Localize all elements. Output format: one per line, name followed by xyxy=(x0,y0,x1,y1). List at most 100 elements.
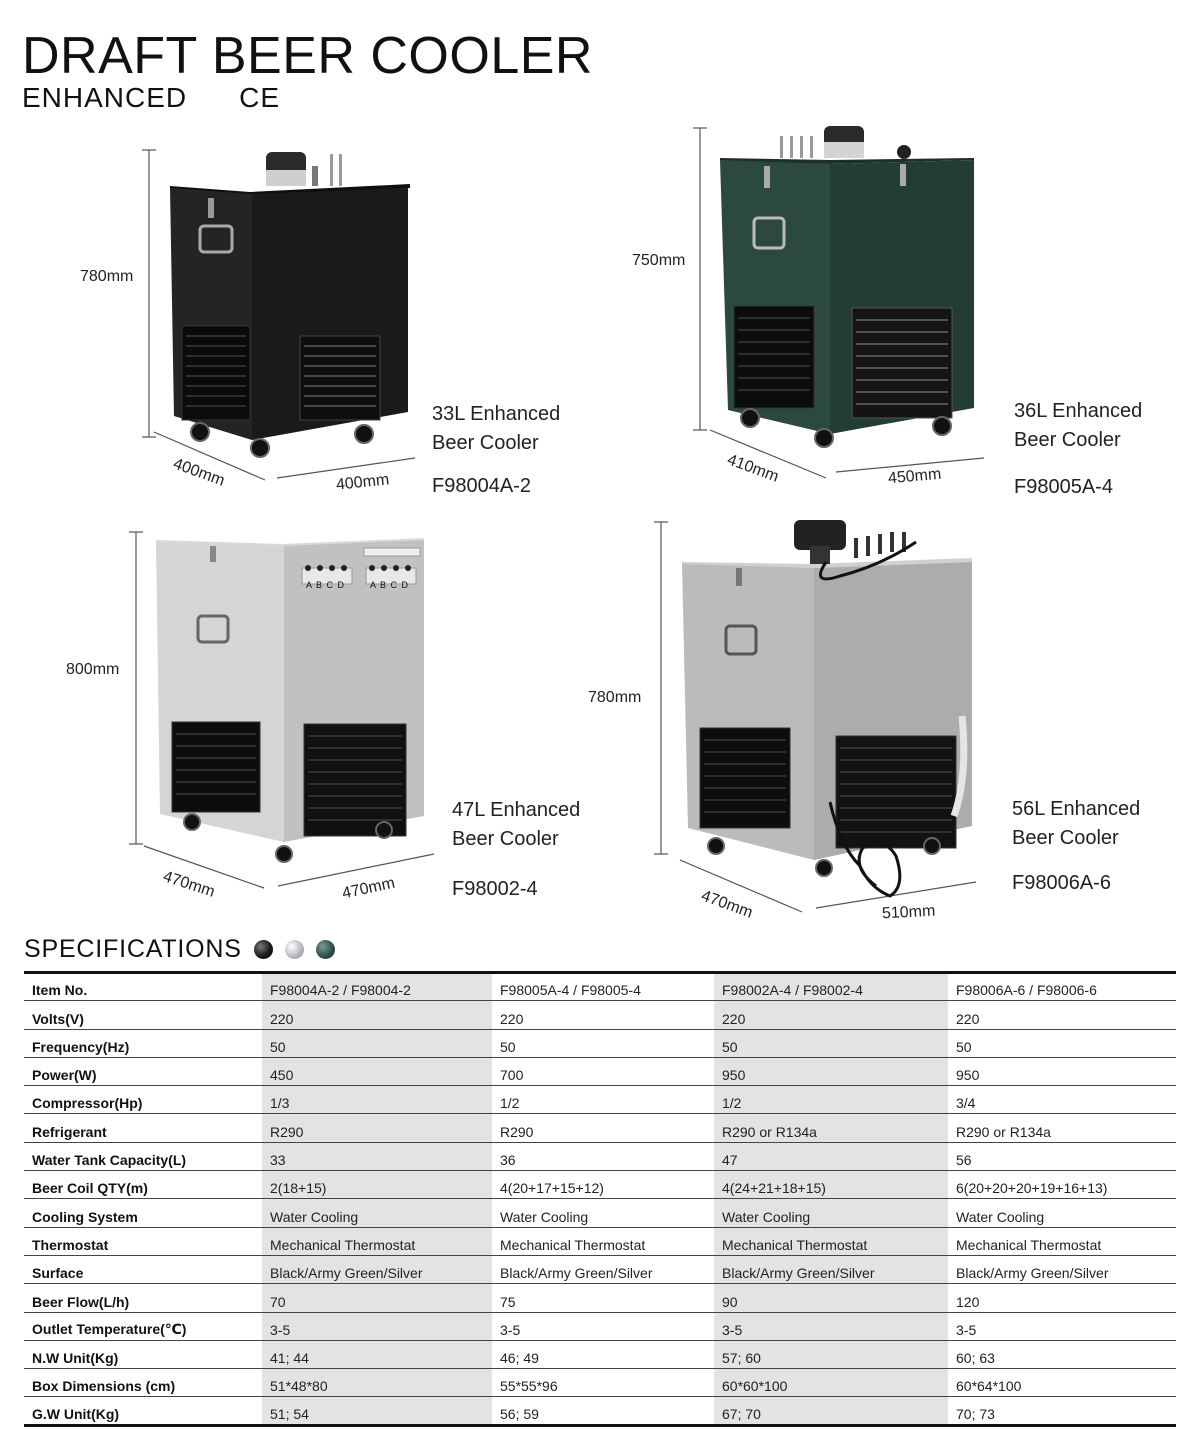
page-title: DRAFT BEER COOLER xyxy=(22,27,593,85)
spec-value: 3-5 xyxy=(714,1312,948,1341)
spec-value: Black/Army Green/Silver xyxy=(492,1255,714,1285)
spec-value: 3-5 xyxy=(948,1312,1176,1341)
spec-label: Surface xyxy=(24,1255,262,1285)
spec-value: 220 xyxy=(492,1000,714,1030)
spec-value: 75 xyxy=(492,1283,714,1313)
spec-label: Cooling System xyxy=(24,1198,262,1228)
spec-value: 220 xyxy=(714,1000,948,1030)
spec-label: Compressor(Hp) xyxy=(24,1085,262,1115)
spec-label: Water Tank Capacity(L) xyxy=(24,1142,262,1172)
spec-label: Beer Flow(L/h) xyxy=(24,1283,262,1313)
spec-value: 1/2 xyxy=(714,1085,948,1115)
cooler-silver-image xyxy=(129,531,435,889)
spec-value: 60*60*100 xyxy=(714,1368,948,1398)
spec-value: 50 xyxy=(948,1029,1176,1058)
spec-value: 55*55*96 xyxy=(492,1368,714,1398)
color-swatch-black-icon xyxy=(253,940,273,959)
spec-value: 120 xyxy=(948,1283,1176,1313)
spec-value: F98006A-6 / F98006-6 xyxy=(948,972,1176,1002)
spec-value: Water Cooling xyxy=(262,1198,492,1228)
color-swatch-silver-icon xyxy=(284,940,304,959)
spec-value: 33 xyxy=(262,1142,492,1172)
tap-label-right: A B C D xyxy=(370,580,410,590)
spec-value: 51; 54 xyxy=(262,1396,492,1426)
spec-value: 3-5 xyxy=(262,1312,492,1341)
spec-value: 450 xyxy=(262,1057,492,1087)
spec-value: 36 xyxy=(492,1142,714,1172)
spec-value: 950 xyxy=(714,1057,948,1087)
product-model: F98006A-6 xyxy=(1012,872,1111,894)
spec-value: 90 xyxy=(714,1283,948,1313)
spec-value: R290 or R134a xyxy=(948,1113,1176,1143)
product-name: 33L Enhanced Beer Cooler xyxy=(432,403,561,454)
tap-label-left: A B C D xyxy=(306,580,346,590)
spec-value: 57; 60 xyxy=(714,1340,948,1370)
spec-value: 67; 70 xyxy=(714,1396,948,1426)
spec-value: Black/Army Green/Silver xyxy=(714,1255,948,1285)
spec-value: 46; 49 xyxy=(492,1340,714,1370)
spec-value: Mechanical Thermostat xyxy=(948,1227,1176,1256)
spec-value: Mechanical Thermostat xyxy=(714,1227,948,1256)
spec-value: 60; 63 xyxy=(948,1340,1176,1370)
spec-value: 41; 44 xyxy=(262,1340,492,1370)
product-model: F98004A-2 xyxy=(432,475,531,497)
product-name: 56L Enhanced Beer Cooler xyxy=(1012,798,1141,849)
spec-label: Beer Coil QTY(m) xyxy=(24,1170,262,1200)
height-dimension: 780mm xyxy=(588,689,642,706)
spec-value: 56 xyxy=(948,1142,1176,1172)
product-model: F98005A-4 xyxy=(1014,476,1113,498)
spec-value: 47 xyxy=(714,1142,948,1172)
spec-label: Outlet Temperature(℃) xyxy=(24,1312,262,1341)
spec-value: 700 xyxy=(492,1057,714,1087)
spec-value: 6(20+20+20+19+16+13) xyxy=(948,1170,1176,1200)
spec-value: 70 xyxy=(262,1283,492,1313)
spec-value: R290 or R134a xyxy=(714,1113,948,1143)
spec-value: F98005A-4 / F98005-4 xyxy=(492,972,714,1002)
spec-value: 50 xyxy=(714,1029,948,1058)
spec-value: 1/3 xyxy=(262,1085,492,1115)
height-dimension: 750mm xyxy=(632,252,686,269)
spec-label: Item No. xyxy=(24,972,262,1002)
spec-value: 50 xyxy=(492,1029,714,1058)
spec-label: Box Dimensions (cm) xyxy=(24,1368,262,1398)
spec-value: Black/Army Green/Silver xyxy=(948,1255,1176,1285)
spec-label: G.W Unit(Kg) xyxy=(24,1396,262,1426)
spec-value: 3/4 xyxy=(948,1085,1176,1115)
product-name: 47L Enhanced Beer Cooler xyxy=(452,799,581,850)
spec-value: 4(20+17+15+12) xyxy=(492,1170,714,1200)
spec-label: Power(W) xyxy=(24,1057,262,1087)
spec-value: 220 xyxy=(262,1000,492,1030)
spec-value: R290 xyxy=(262,1113,492,1143)
product-name: 36L Enhanced Beer Cooler xyxy=(1014,400,1143,451)
spec-label: N.W Unit(Kg) xyxy=(24,1340,262,1370)
spec-value: 51*48*80 xyxy=(262,1368,492,1398)
spec-label: Frequency(Hz) xyxy=(24,1029,262,1058)
spec-value: 1/2 xyxy=(492,1085,714,1115)
spec-value: 60*64*100 xyxy=(948,1368,1176,1398)
spec-value: 950 xyxy=(948,1057,1176,1087)
spec-label: Thermostat xyxy=(24,1227,262,1256)
spec-label: Volts(V) xyxy=(24,1000,262,1030)
subtitle-enhanced: ENHANCED xyxy=(22,82,188,113)
spec-value: 50 xyxy=(262,1029,492,1058)
width-dimension: 510mm xyxy=(881,902,936,923)
spec-value: 2(18+15) xyxy=(262,1170,492,1200)
product-model: F98002-4 xyxy=(452,878,538,900)
cooler-silver-large-image xyxy=(654,520,977,913)
spec-value: 56; 59 xyxy=(492,1396,714,1426)
table-row: Beer Coil QTY(m)2(18+15)4(20+17+15+12)4(… xyxy=(24,1170,1176,1200)
spec-value: Water Cooling xyxy=(948,1198,1176,1228)
height-dimension: 780mm xyxy=(80,268,134,285)
spec-value: R290 xyxy=(492,1113,714,1143)
